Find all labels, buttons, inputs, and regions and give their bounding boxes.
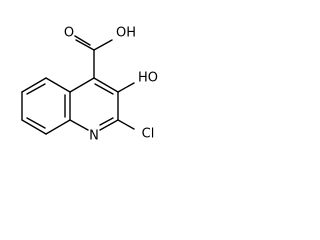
double-bond-c2-n1-inner	[99, 117, 114, 126]
double-bond-c4-c3-inner	[94, 83, 114, 95]
benzene-ring	[21, 77, 71, 135]
bond-c4-c3	[93, 77, 119, 93]
bond-c7-c8	[21, 119, 47, 135]
chemical-structure-diagram: O OH HO N Cl	[21, 26, 158, 144]
carboxylic-acid-group	[74, 35, 113, 79]
bond-n1-c8a	[69, 119, 89, 131]
bond-cooh-o-double-2	[74, 35, 91, 46]
atom-label-carbonyl-oxygen: O	[64, 26, 74, 41]
bond-c3-oh	[117, 82, 135, 93]
atom-label-carboxyl-hydroxyl: OH	[116, 26, 136, 41]
bond-c8-c8a	[45, 119, 71, 135]
bond-cooh-oh	[93, 39, 113, 51]
bond-cooh-o-double-1	[75, 39, 95, 51]
atom-label-hydroxyl: HO	[138, 71, 158, 86]
double-bond-c5-c6-inner	[26, 83, 46, 95]
double-bond-c7-c8-inner	[26, 117, 46, 129]
bond-c5-c6	[21, 77, 47, 93]
atom-label-chlorine: Cl	[142, 127, 155, 142]
bond-c4a-c4	[69, 77, 95, 93]
atom-label-ring-nitrogen: N	[89, 129, 99, 144]
pyridine-ring	[69, 77, 119, 131]
bond-c4a-c5	[45, 77, 71, 93]
bond-c2-cl	[117, 119, 135, 130]
bond-c2-n1	[99, 119, 119, 131]
